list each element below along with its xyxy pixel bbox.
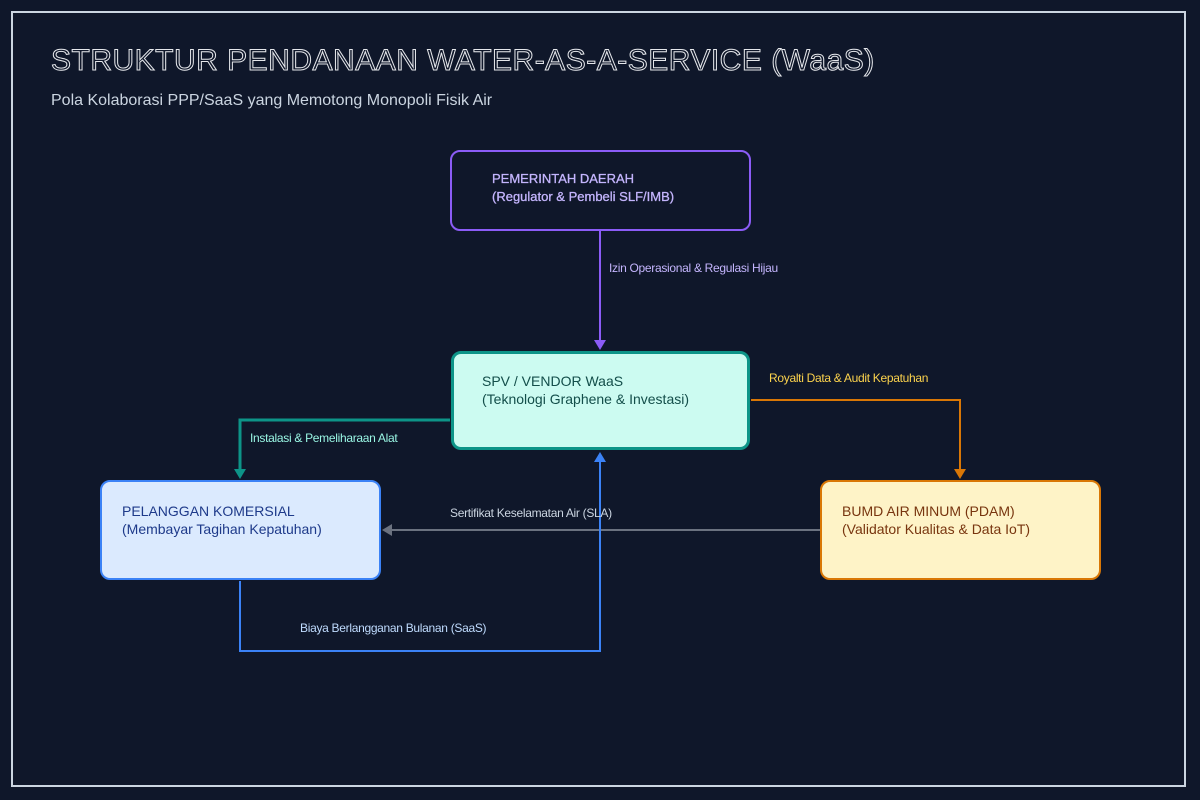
diagram-frame [11,11,1186,787]
node-customer-title: PELANGGAN KOMERSIAL [122,503,295,519]
edge-spv-to-bumd [751,399,966,479]
edge-customer-to-spv [239,452,606,652]
diagram-subtitle: Pola Kolaborasi PPP/SaaS yang Memotong M… [51,92,493,109]
edge-label-spv-to-bumd: Royalti Data & Audit Kepatuhan [769,371,929,385]
edge-label-gov-to-spv: Izin Operasional & Regulasi Hijau [609,261,778,275]
edge-label-customer-to-spv: Biaya Berlangganan Bulanan (SaaS) [300,621,487,635]
node-customer: PELANGGAN KOMERSIAL (Membayar Tagihan Ke… [100,480,381,580]
edge-spv-to-customer [234,418,450,479]
edge-bumd-to-customer [382,524,820,536]
edge-label-bumd-to-customer: Sertifikat Keselamatan Air (SLA) [450,506,612,520]
node-government-subtitle: (Regulator & Pembeli SLF/IMB) [492,189,675,204]
node-bumd-subtitle: (Validator Kualitas & Data IoT) [842,521,1031,537]
node-spv-title: SPV / VENDOR WaaS [482,373,624,389]
node-spv-subtitle: (Teknologi Graphene & Investasi) [482,391,689,407]
node-government: PEMERINTAH DAERAH (Regulator & Pembeli S… [450,150,751,231]
node-government-title: PEMERINTAH DAERAH [492,171,635,186]
node-customer-subtitle: (Membayar Tagihan Kepatuhan) [122,521,322,537]
node-bumd-title: BUMD AIR MINUM (PDAM) [842,503,1015,519]
edge-gov-to-spv [594,231,606,350]
edge-label-spv-to-customer: Instalasi & Pemeliharaan Alat [250,431,398,445]
node-bumd: BUMD AIR MINUM (PDAM) (Validator Kualita… [820,480,1101,580]
node-spv-vendor: SPV / VENDOR WaaS (Teknologi Graphene & … [451,351,750,450]
diagram-title: STRUKTUR PENDANAAN WATER-AS-A-SERVICE (W… [51,44,875,78]
